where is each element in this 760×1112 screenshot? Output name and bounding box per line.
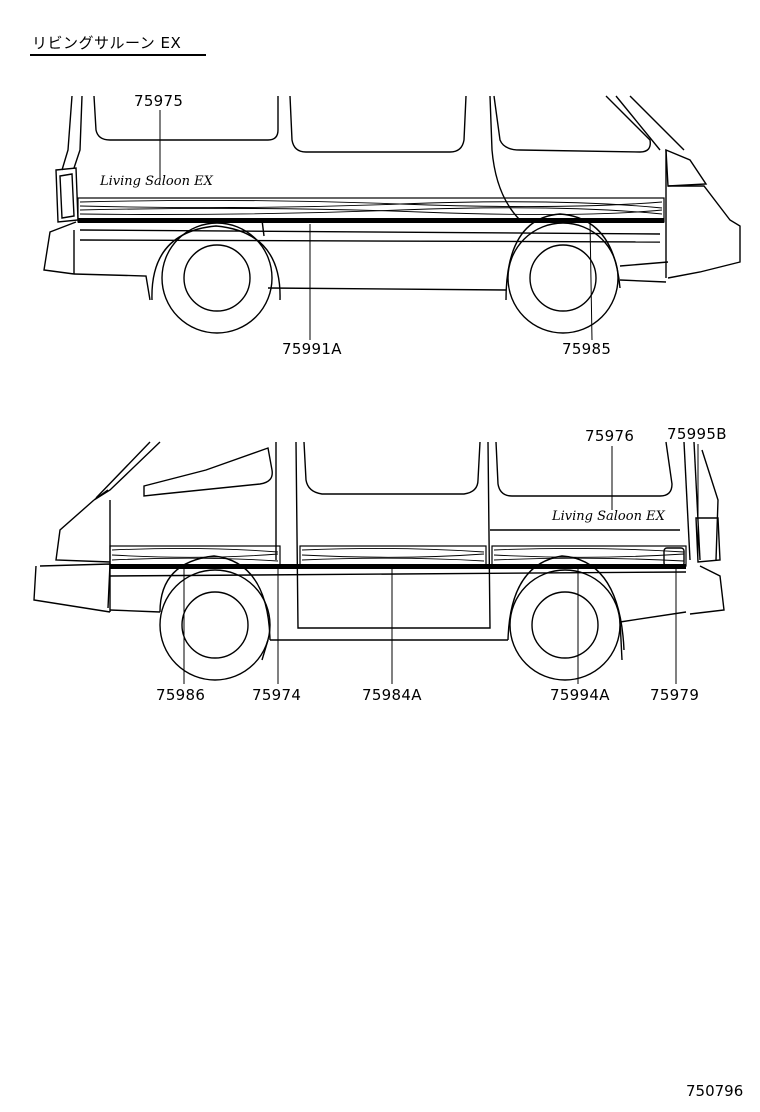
bottom-badge-living-saloon-ex: Living Saloon EX xyxy=(551,509,666,524)
callout-75991a: 75991A xyxy=(282,340,342,358)
callout-75984a: 75984A xyxy=(362,686,422,704)
callout-75979: 75979 xyxy=(650,686,699,704)
callout-75985: 75985 xyxy=(562,340,611,358)
van-side-view-top xyxy=(43,95,741,334)
diagram-title: リビングサルーン EX xyxy=(32,34,182,52)
title-underline xyxy=(30,54,206,56)
callout-75994a: 75994A xyxy=(550,686,610,704)
figure-number: 750796 xyxy=(686,1082,743,1100)
callout-75976: 75976 xyxy=(585,427,634,445)
callout-75974: 75974 xyxy=(252,686,301,704)
callout-75995b: 75995B xyxy=(667,425,727,443)
top-badge-living-saloon-ex: Living Saloon EX xyxy=(99,174,214,189)
leader-75985 xyxy=(589,221,593,341)
callout-75975: 75975 xyxy=(134,92,183,110)
van-side-view-bottom xyxy=(33,441,725,681)
callout-75986: 75986 xyxy=(156,686,205,704)
